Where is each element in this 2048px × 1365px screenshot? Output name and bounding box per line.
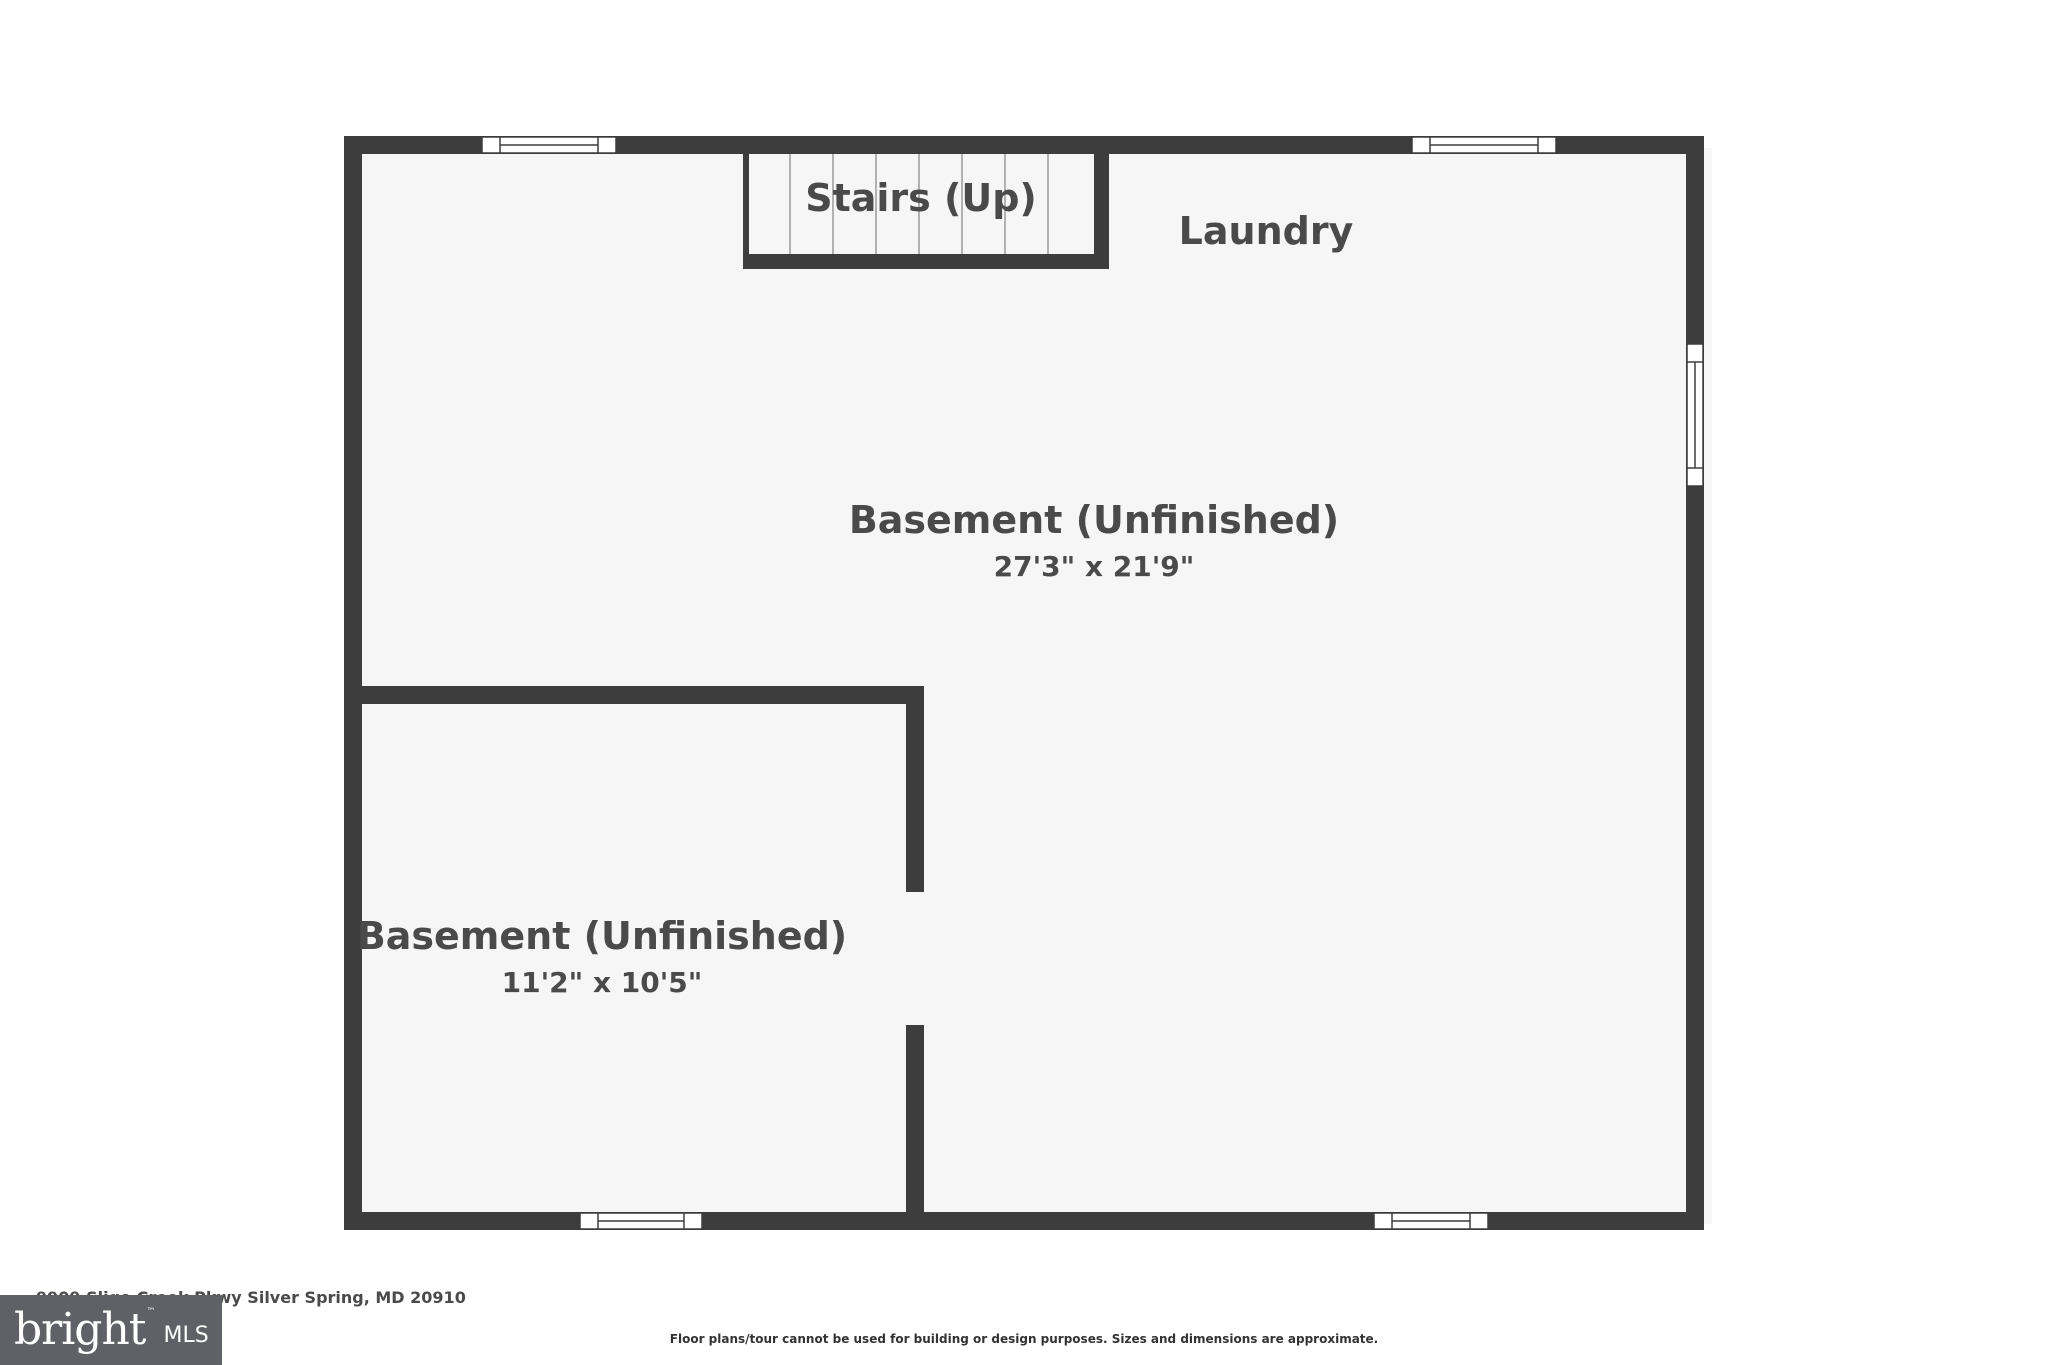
wall-top bbox=[344, 136, 1704, 154]
logo-brand: bright bbox=[14, 1304, 146, 1355]
laundry-label: Laundry bbox=[1179, 209, 1354, 253]
wall-right bbox=[1686, 136, 1704, 1230]
wall-interior-vertical-lower bbox=[906, 1025, 924, 1230]
window-right bbox=[1686, 343, 1704, 487]
windows bbox=[481, 136, 1704, 1230]
window-bottom-right bbox=[1373, 1212, 1489, 1230]
logo-trademark: ™ bbox=[146, 1307, 156, 1317]
wall-left bbox=[344, 136, 362, 1230]
wall-bottom bbox=[344, 1212, 1704, 1230]
window-bottom-left bbox=[579, 1212, 703, 1230]
basement-main-dimensions: 27'3" x 21'9" bbox=[994, 550, 1195, 583]
basement-main-label: Basement (Unfinished) bbox=[849, 498, 1339, 542]
stairs-label: Stairs (Up) bbox=[805, 176, 1037, 220]
wall-interior-horizontal bbox=[344, 686, 924, 704]
stairs-enclosure bbox=[743, 154, 1109, 269]
basement-small-label: Basement (Unfinished) bbox=[357, 914, 847, 958]
stairs-wall-left bbox=[743, 154, 749, 269]
wall-interior-vertical-upper bbox=[906, 686, 924, 892]
stairs-wall-right bbox=[1094, 154, 1109, 269]
stair-treads bbox=[789, 154, 1049, 254]
stairs-floor bbox=[750, 154, 1092, 254]
disclaimer: Floor plans/tour cannot be used for buil… bbox=[669, 1332, 1379, 1346]
interior-walls bbox=[344, 686, 924, 1230]
stairs-wall-bottom bbox=[743, 254, 1109, 269]
bright-mls-logo: bright ™ MLS bbox=[0, 1295, 222, 1365]
logo-suffix: MLS bbox=[163, 1322, 209, 1348]
basement-small-dimensions: 11'2" x 10'5" bbox=[502, 966, 703, 999]
window-top-right bbox=[1411, 136, 1557, 154]
window-top-left bbox=[481, 136, 617, 154]
